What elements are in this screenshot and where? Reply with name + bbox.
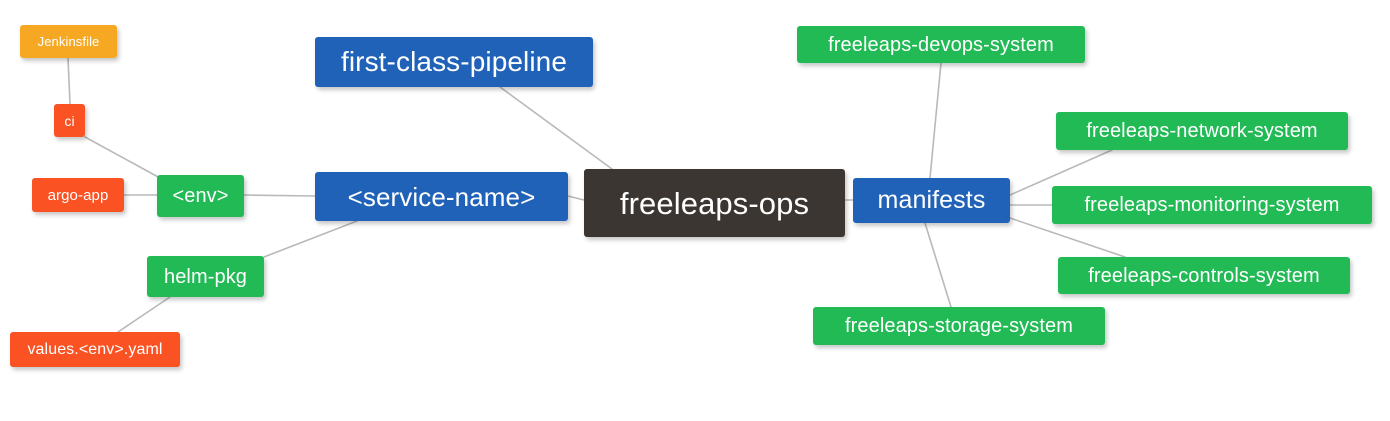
node-env[interactable]: <env> xyxy=(157,175,244,217)
node-ci[interactable]: ci xyxy=(54,104,85,137)
node-label-first-class-pipeline: first-class-pipeline xyxy=(340,46,568,77)
node-label-helm-pkg: helm-pkg xyxy=(163,265,248,288)
node-label-freeleaps-network-system: freeleaps-network-system xyxy=(1086,120,1318,142)
node-jenkinsfile[interactable]: Jenkinsfile xyxy=(20,25,117,58)
node-service-name[interactable]: <service-name> xyxy=(315,172,568,221)
node-freeleaps-controls-system[interactable]: freeleaps-controls-system xyxy=(1058,257,1350,294)
node-first-class-pipeline[interactable]: first-class-pipeline xyxy=(315,37,593,87)
node-label-freeleaps-controls-system: freeleaps-controls-system xyxy=(1088,264,1320,287)
node-label-argo-app: argo-app xyxy=(47,186,109,204)
node-freeleaps-devops-system[interactable]: freeleaps-devops-system xyxy=(797,26,1085,63)
node-freeleaps-network-system[interactable]: freeleaps-network-system xyxy=(1056,112,1348,150)
edge-jenkinsfile-to-ci xyxy=(67,57,71,105)
node-label-freeleaps-storage-system: freeleaps-storage-system xyxy=(844,315,1074,337)
edge-helm-pkg-to-values-env-yaml xyxy=(117,296,171,333)
node-label-values-env-yaml: values.<env>.yaml xyxy=(27,340,163,358)
node-freeleaps-storage-system[interactable]: freeleaps-storage-system xyxy=(813,307,1105,345)
node-manifests[interactable]: manifests xyxy=(853,178,1010,223)
node-label-ci: ci xyxy=(64,112,75,129)
node-label-manifests: manifests xyxy=(877,186,986,214)
edge-service-name-to-helm-pkg xyxy=(263,220,358,258)
node-label-freeleaps-ops: freeleaps-ops xyxy=(619,185,810,221)
edge-service-name-to-freeleaps-ops xyxy=(567,195,585,201)
node-label-freeleaps-monitoring-system: freeleaps-monitoring-system xyxy=(1084,194,1340,216)
edge-first-class-pipeline-to-freeleaps-ops xyxy=(499,86,613,170)
node-helm-pkg[interactable]: helm-pkg xyxy=(147,256,264,297)
edge-manifests-to-freeleaps-storage-system xyxy=(924,222,952,308)
node-label-service-name: <service-name> xyxy=(347,181,536,212)
node-label-env: <env> xyxy=(172,185,229,207)
edge-ci-to-env xyxy=(84,136,161,179)
node-freeleaps-monitoring-system[interactable]: freeleaps-monitoring-system xyxy=(1052,186,1372,224)
node-label-jenkinsfile: Jenkinsfile xyxy=(37,34,100,49)
node-argo-app[interactable]: argo-app xyxy=(32,178,124,212)
node-freeleaps-ops[interactable]: freeleaps-ops xyxy=(584,169,845,237)
edge-manifests-to-freeleaps-devops-system xyxy=(929,62,942,179)
node-values-env-yaml[interactable]: values.<env>.yaml xyxy=(10,332,180,367)
edge-env-to-service-name xyxy=(243,194,316,197)
node-label-freeleaps-devops-system: freeleaps-devops-system xyxy=(828,33,1054,56)
